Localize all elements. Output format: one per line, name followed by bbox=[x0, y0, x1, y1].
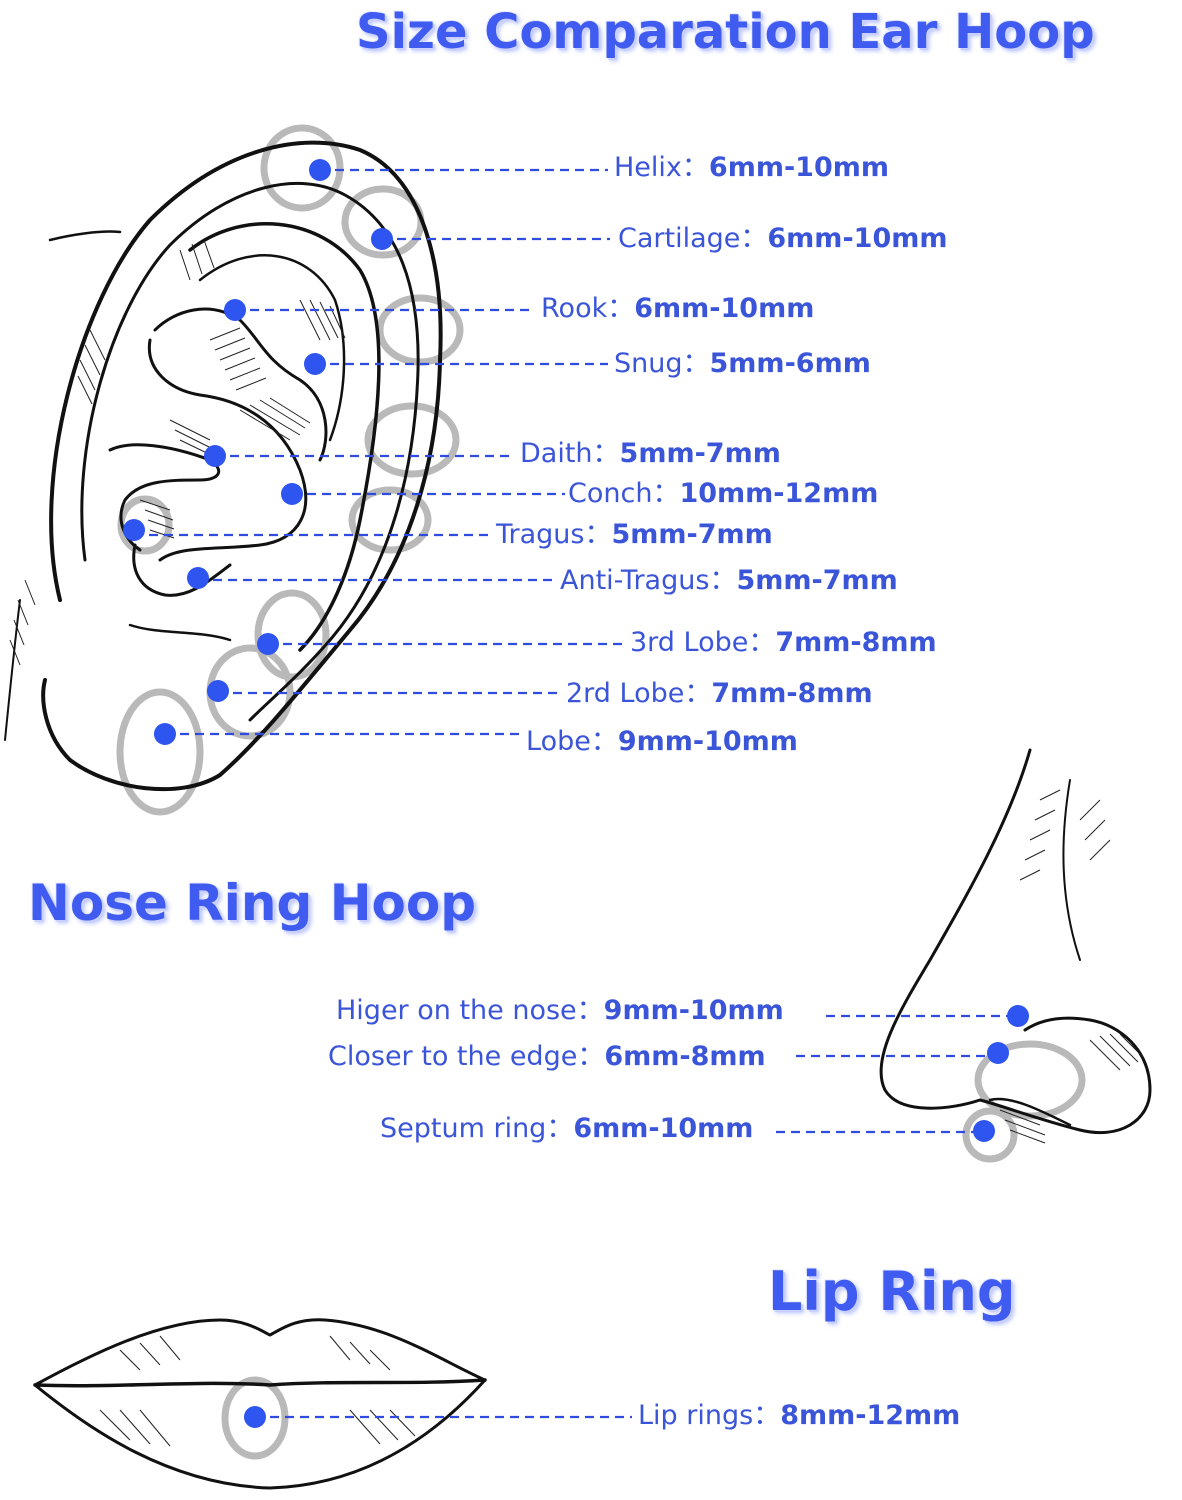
label-separator: ： bbox=[740, 223, 768, 254]
label-separator: ： bbox=[584, 519, 612, 550]
dot-snug bbox=[304, 353, 326, 375]
label-separator: ： bbox=[590, 726, 618, 757]
label-separator: ： bbox=[592, 438, 620, 469]
label-name: Septum ring bbox=[380, 1113, 547, 1144]
label-2rd-lobe: 2rd Lobe：7mm-8mm bbox=[566, 678, 873, 710]
label-name: 2rd Lobe bbox=[566, 678, 685, 709]
label-higher-nose: Higer on the nose：9mm-10mm bbox=[336, 995, 784, 1027]
label-size: 5mm-7mm bbox=[736, 565, 898, 596]
label-separator: ： bbox=[652, 478, 680, 509]
dot-septum bbox=[973, 1120, 995, 1142]
ear-section-title: Size Comparation Ear Hoop bbox=[356, 4, 1095, 60]
dot-anti-tragus bbox=[187, 567, 209, 589]
nose-section-title: Nose Ring Hoop bbox=[28, 874, 477, 932]
label-size: 6mm-8mm bbox=[604, 1041, 766, 1072]
label-size: 8mm-12mm bbox=[780, 1400, 961, 1431]
label-separator: ： bbox=[576, 995, 604, 1026]
label-size: 6mm-10mm bbox=[767, 223, 948, 254]
label-name: Lip rings bbox=[638, 1400, 754, 1431]
dot-2rd-lobe bbox=[207, 680, 229, 702]
label-size: 6mm-10mm bbox=[708, 152, 890, 183]
lip-leaders bbox=[244, 1406, 632, 1428]
label-separator: ： bbox=[748, 627, 776, 658]
dot-higher-nose bbox=[1007, 1005, 1029, 1027]
label-name: Daith bbox=[520, 438, 593, 469]
label-size: 6mm-10mm bbox=[573, 1113, 754, 1144]
dot-conch bbox=[281, 483, 303, 505]
label-name: 3rd Lobe bbox=[630, 627, 749, 658]
label-name: Higer on the nose bbox=[336, 995, 577, 1026]
label-helix: Helix：6mm-10mm bbox=[614, 152, 889, 184]
label-size: 9mm-10mm bbox=[617, 726, 798, 757]
label-separator: ： bbox=[753, 1400, 781, 1431]
ear-leaders bbox=[123, 159, 626, 745]
label-separator: ： bbox=[681, 152, 709, 183]
nose-hatching bbox=[999, 789, 1145, 1144]
label-closer-edge: Closer to the edge：6mm-8mm bbox=[328, 1041, 766, 1073]
label-size: 10mm-12mm bbox=[679, 478, 879, 509]
label-name: Closer to the edge bbox=[328, 1041, 578, 1072]
dot-rook bbox=[224, 299, 246, 321]
label-name: Rook bbox=[541, 293, 608, 324]
label-separator: ： bbox=[709, 565, 737, 596]
label-snug: Snug：5mm-6mm bbox=[614, 348, 871, 380]
label-size: 5mm-6mm bbox=[709, 348, 871, 379]
label-separator: ： bbox=[546, 1113, 574, 1144]
label-name: Tragus bbox=[496, 519, 585, 550]
label-name: Snug bbox=[614, 348, 683, 379]
nose-illustration bbox=[879, 748, 1152, 1163]
dot-lobe bbox=[154, 723, 176, 745]
dot-lip-rings bbox=[244, 1406, 266, 1428]
label-name: Helix bbox=[614, 152, 682, 183]
label-3rd-lobe: 3rd Lobe：7mm-8mm bbox=[630, 627, 937, 659]
label-separator: ： bbox=[577, 1041, 605, 1072]
label-tragus: Tragus：5mm-7mm bbox=[496, 519, 773, 551]
label-lobe: Lobe：9mm-10mm bbox=[526, 726, 798, 758]
label-separator: ： bbox=[682, 348, 710, 379]
dot-3rd-lobe bbox=[257, 633, 279, 655]
label-separator: ： bbox=[607, 293, 635, 324]
dot-tragus bbox=[123, 519, 145, 541]
lip-section-title: Lip Ring bbox=[768, 1260, 1016, 1323]
label-size: 6mm-10mm bbox=[634, 293, 815, 324]
label-size: 9mm-10mm bbox=[603, 995, 784, 1026]
label-size: 7mm-8mm bbox=[711, 678, 873, 709]
label-separator: ： bbox=[684, 678, 712, 709]
nose-leaders bbox=[776, 1005, 1029, 1142]
label-name: Anti-Tragus bbox=[560, 565, 710, 596]
dot-helix bbox=[309, 159, 331, 181]
label-lip-rings: Lip rings：8mm-12mm bbox=[638, 1400, 960, 1432]
label-rook: Rook：6mm-10mm bbox=[541, 293, 814, 325]
label-size: 5mm-7mm bbox=[611, 519, 773, 550]
label-size: 7mm-8mm bbox=[775, 627, 937, 658]
dot-closer-edge bbox=[987, 1042, 1009, 1064]
ear-hatching bbox=[9, 239, 346, 666]
label-name: Conch bbox=[568, 478, 653, 509]
label-anti-tragus: Anti-Tragus：5mm-7mm bbox=[560, 565, 898, 597]
label-conch: Conch：10mm-12mm bbox=[568, 478, 878, 510]
ear-hoops bbox=[116, 124, 464, 816]
label-septum: Septum ring：6mm-10mm bbox=[380, 1113, 753, 1145]
label-name: Cartilage bbox=[618, 223, 741, 254]
dot-cartilage bbox=[371, 228, 393, 250]
label-size: 5mm-7mm bbox=[619, 438, 781, 469]
label-cartilage: Cartilage：6mm-10mm bbox=[618, 223, 948, 255]
lips-hatching bbox=[99, 1335, 416, 1447]
label-daith: Daith：5mm-7mm bbox=[520, 438, 781, 470]
label-name: Lobe bbox=[526, 726, 591, 757]
dot-daith bbox=[204, 445, 226, 467]
